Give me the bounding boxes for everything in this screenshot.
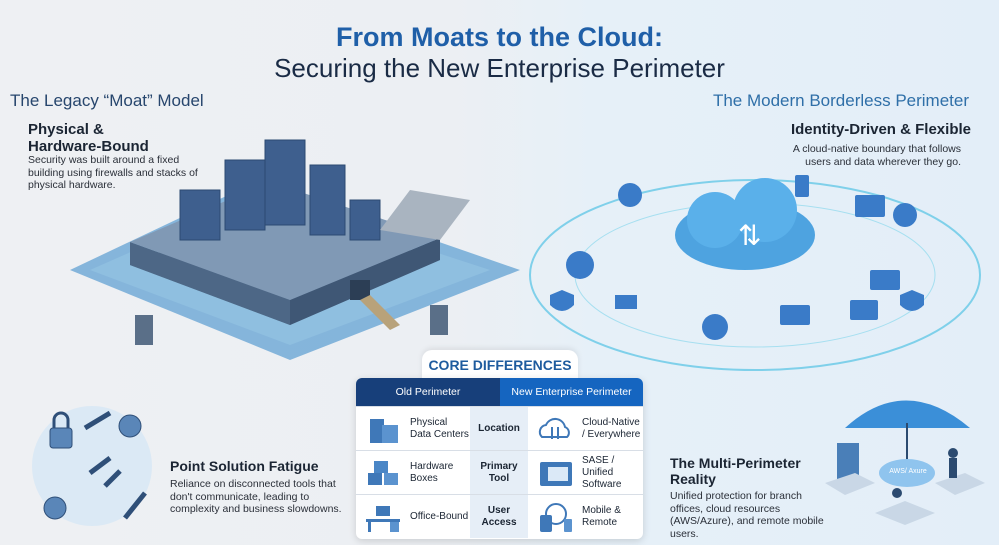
title-line-1: From Moats to the Cloud: — [336, 22, 663, 52]
central-cloud-icon: ⇅ — [675, 178, 815, 270]
legacy-heading: The Legacy “Moat” Model — [10, 91, 204, 110]
cloud-network-illustration: ⇅ — [529, 175, 981, 371]
modern-subheading: Identity-Driven & Flexible — [790, 121, 971, 138]
legacy-subheading: Physical &Hardware-Bound — [28, 121, 228, 155]
lock-icon — [49, 427, 73, 449]
header-new-perimeter: New Enterprise Perimeter — [500, 378, 643, 406]
aspect-label: Location — [470, 407, 528, 450]
multi-perimeter-heading: The Multi-Perimeter Reality — [670, 455, 801, 487]
svg-text:⇅: ⇅ — [738, 219, 761, 252]
castle-moat-illustration — [70, 139, 520, 360]
old-value: Hardware Boxes — [410, 460, 454, 484]
core-differences-table: Old Perimeter New Enterprise Perimeter P… — [356, 378, 643, 539]
legacy-subheading-1: Physical & — [28, 121, 104, 138]
old-value: Office-Bound — [410, 510, 469, 522]
core-differences-title: CORE DIFFERENCES — [422, 350, 578, 380]
title-line-2: Securing the New Enterprise Perimeter — [274, 53, 725, 83]
header-old-perimeter: Old Perimeter — [356, 378, 500, 406]
aspect-label: Primary Tool — [470, 451, 528, 494]
new-value: SASE / Unified Software — [582, 454, 622, 490]
new-value: Cloud-Native / Everywhere — [582, 416, 641, 440]
software-window-icon — [540, 461, 572, 486]
boxes-icon — [368, 460, 398, 485]
cloud-label: AWS/ Axure — [889, 468, 927, 475]
table-row: Office-Bound User Access Mobile & Remote — [356, 494, 643, 538]
legacy-body: Security was built around a fixed buildi… — [28, 154, 198, 191]
legacy-subheading-2: Hardware-Bound — [28, 138, 149, 155]
point-solution-heading: Point Solution Fatigue — [170, 458, 319, 474]
building-icon — [370, 418, 398, 443]
point-solution-body: Reliance on disconnected tools that don'… — [170, 478, 342, 515]
modern-body: A cloud-native boundary that follows use… — [792, 143, 961, 168]
new-value: Mobile & Remote — [582, 504, 621, 528]
umbrella-illustration: AWS/ Axure — [825, 383, 985, 538]
user-avatar-icon — [566, 251, 594, 279]
modern-heading: The Modern Borderless Perimeter — [712, 91, 969, 110]
desk-icon — [366, 505, 400, 532]
devices-globe-icon — [540, 502, 572, 532]
table-row: Hardware Boxes Primary Tool SASE / Unifi… — [356, 450, 643, 494]
aspect-label: User Access — [470, 495, 528, 538]
table-row: Physical Data Centers Location Cloud-Nat… — [356, 406, 643, 450]
cloud-sync-icon — [538, 417, 570, 439]
gear-icon — [118, 414, 142, 438]
multi-perimeter-body: Unified protection for branch offices, c… — [670, 490, 824, 540]
old-value: Physical Data Centers — [410, 416, 469, 440]
scattered-tools-illustration — [32, 406, 152, 526]
